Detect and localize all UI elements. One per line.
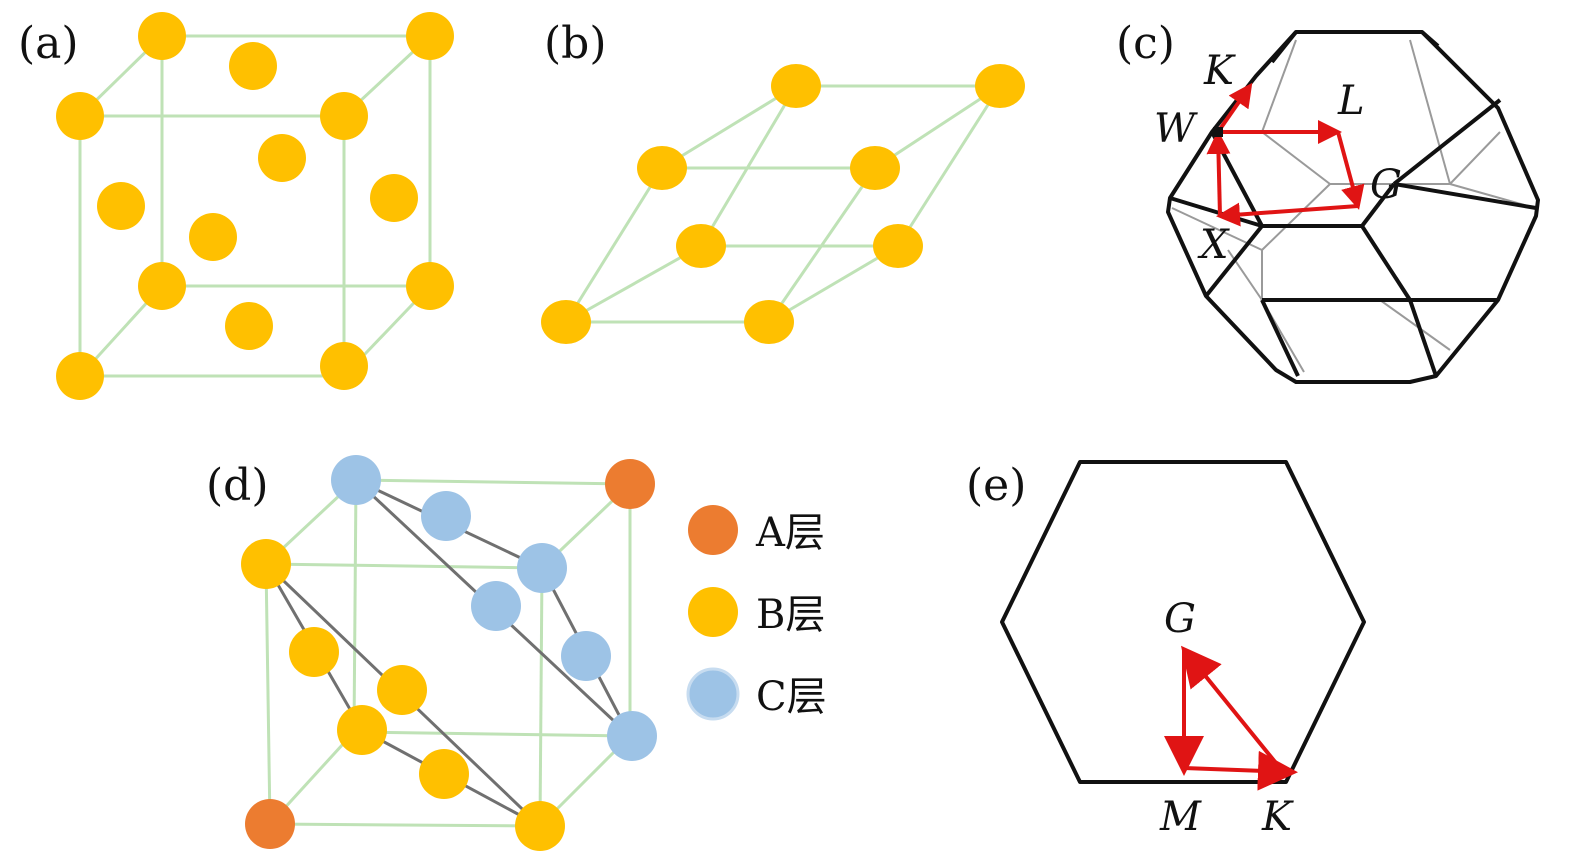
atom-c-layer [607,711,657,761]
panel-d: (d) [206,455,827,851]
atom [258,134,306,182]
atom-c-layer [561,631,611,681]
atom-c-layer [471,581,521,631]
panel-a-label: (a) [18,18,79,69]
hex-point-labels: G M K [1159,596,1294,840]
legend-item-c: C层 [686,667,827,721]
atom [850,146,900,190]
panel-e: (e) G M K [966,460,1366,840]
atom [975,64,1025,108]
atom-b-layer [241,539,291,589]
panel-a: (a) [18,12,454,400]
legend-swatch-c [686,667,740,721]
atom [637,146,687,190]
atom [225,302,273,350]
point-label-k: K [1261,794,1294,840]
w-point-marker [1213,127,1223,137]
point-label-m: M [1159,794,1202,840]
atom-c-layer [331,455,381,505]
atom-b-layer [289,627,339,677]
path-m-k [1183,750,1298,791]
point-label-g: G [1164,596,1196,642]
path-segment [1206,130,1231,217]
legend-swatch-a [688,505,738,555]
hex-path [1164,645,1298,791]
path-segment [1216,202,1359,227]
atom [56,92,104,140]
point-label-k: K [1203,48,1236,94]
atom [229,42,277,90]
atom [97,182,145,230]
path-segment [1336,131,1365,210]
panel-b: (b) [541,18,1025,344]
legend: A层 B层 C层 [686,505,827,721]
point-label-g: G [1370,162,1402,208]
atom-c-layer [421,491,471,541]
atom [406,262,454,310]
atom-b-layer [337,705,387,755]
legend-label-c: C层 [756,674,827,720]
panel-b-atoms [541,64,1025,344]
atom-a-layer [605,459,655,509]
atom-c-layer [517,543,567,593]
atom-b-layer [515,801,565,851]
panel-d-atoms [241,455,657,851]
atom [189,213,237,261]
atom-b-layer [377,665,427,715]
panel-b-label: (b) [544,18,607,69]
legend-label-b: B层 [756,592,825,638]
atom [676,224,726,268]
atom [138,12,186,60]
legend-swatch-b [688,587,738,637]
atom [406,12,454,60]
panel-c: (c) [1116,18,1540,384]
path-segment [1216,82,1253,134]
path-k-g [1180,645,1282,770]
point-label-w: W [1154,106,1198,152]
panel-d-label: (d) [206,460,269,511]
atom [370,174,418,222]
legend-item-b: B层 [688,587,825,638]
atom [138,262,186,310]
atom [873,224,923,268]
bz-path [1206,82,1365,227]
panel-e-label: (e) [966,460,1026,511]
legend-label-a: A层 [755,510,825,556]
bz-outline [1166,30,1540,384]
atom [541,300,591,344]
bz-point-labels: K W L G X [1154,48,1402,268]
panel-c-label: (c) [1116,18,1175,69]
atom-b-layer [419,749,469,799]
point-label-l: L [1337,78,1365,124]
panel-a-atoms [56,12,454,400]
atom [771,64,821,108]
point-label-x: X [1197,222,1230,268]
legend-item-a: A层 [688,505,825,556]
atom [320,342,368,390]
atom [320,92,368,140]
atom [56,352,104,400]
panel-b-bonds [564,84,1002,324]
atom [744,300,794,344]
atom-a-layer [245,799,295,849]
